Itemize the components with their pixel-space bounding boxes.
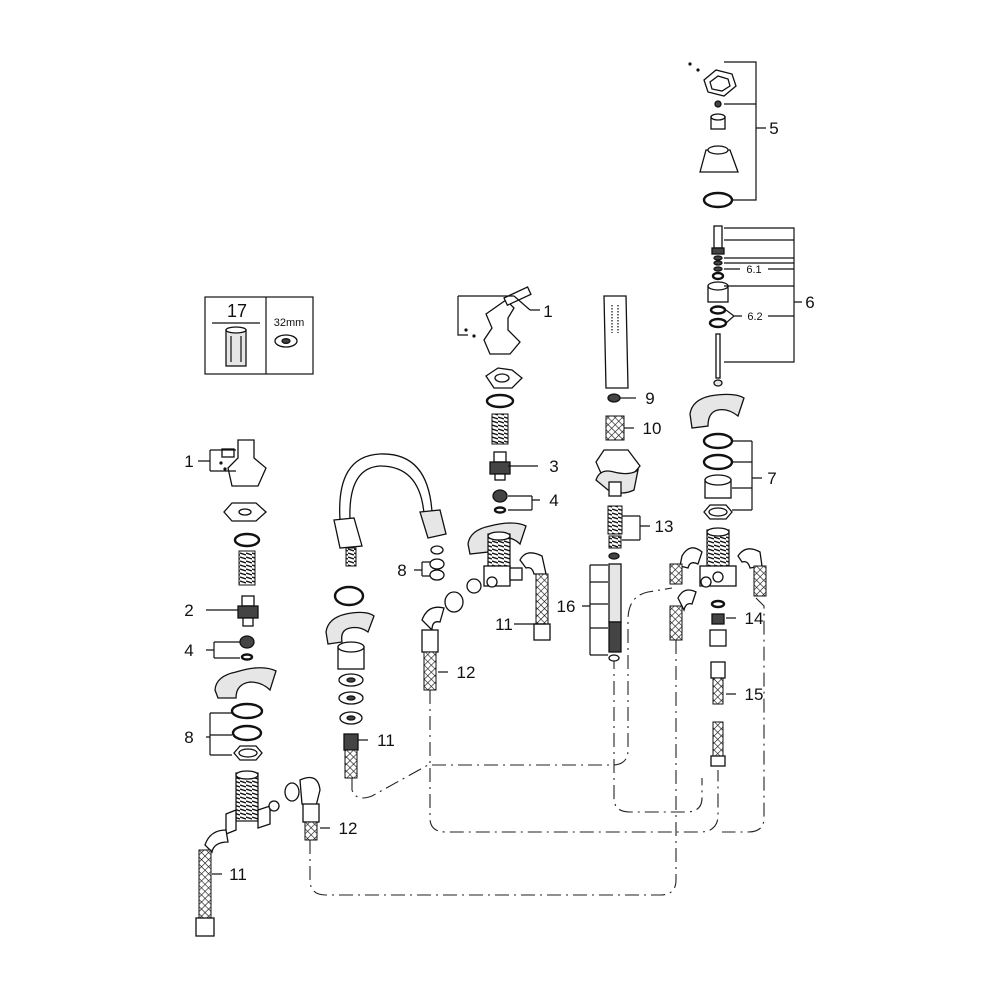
label-7: 7 <box>767 469 776 488</box>
label-1-middle: 1 <box>543 302 552 321</box>
left-escutcheon <box>214 667 277 699</box>
right-cap <box>699 145 739 173</box>
label-4-left: 4 <box>184 641 193 660</box>
label-6: 6 <box>805 293 814 312</box>
label-11-middle: 11 <box>495 615 513 634</box>
hand-shower-holder <box>595 449 641 497</box>
label-4-middle: 4 <box>549 491 558 510</box>
right-handle-assembly <box>669 62 767 767</box>
nut-icon <box>274 334 298 348</box>
right-hoses <box>669 563 767 641</box>
label-13: 13 <box>655 517 674 536</box>
middle-handle-assembly <box>421 286 551 691</box>
right-hose-15 <box>710 661 726 767</box>
label-8-left: 8 <box>184 728 193 747</box>
label-12-left: 12 <box>339 819 358 838</box>
label-15: 15 <box>745 685 764 704</box>
label-6-1: 6.1 <box>746 264 761 276</box>
left-cartridge <box>237 595 259 627</box>
callouts: 1 2 4 8 11 12 11 8 1 3 4 11 12 <box>184 61 815 884</box>
label-3: 3 <box>549 457 558 476</box>
tool-size-label: 32mm <box>274 317 305 329</box>
left-hose-12 <box>302 803 320 841</box>
left-handle-assembly <box>195 439 321 937</box>
label-1-left: 1 <box>184 452 193 471</box>
label-8-spout: 8 <box>397 561 406 580</box>
tool-box-number: 17 <box>227 301 247 321</box>
label-10: 10 <box>643 419 662 438</box>
right-valve-body <box>679 527 763 588</box>
label-14: 14 <box>745 609 764 628</box>
label-2-left: 2 <box>184 601 193 620</box>
label-11-spout: 11 <box>377 731 395 750</box>
middle-hose-12 <box>421 606 445 691</box>
tool-box-17: 17 32mm <box>204 296 314 375</box>
spout-assembly <box>325 453 447 779</box>
right-handle <box>688 62 737 97</box>
label-11-left: 11 <box>229 865 247 884</box>
hose-routing <box>309 587 765 896</box>
middle-cartridge <box>489 451 511 481</box>
hand-shower-head <box>603 295 629 389</box>
hand-shower-assembly <box>595 295 641 662</box>
label-6-2: 6.2 <box>747 311 762 323</box>
left-hose-11 <box>195 829 229 937</box>
sleeve-tool-icon <box>225 326 247 367</box>
left-valve-body <box>225 770 321 835</box>
label-5: 5 <box>769 119 778 138</box>
middle-hose-11 <box>533 573 551 641</box>
label-16: 16 <box>557 597 576 616</box>
label-9: 9 <box>645 389 654 408</box>
middle-valve-body <box>444 531 547 613</box>
label-12-middle: 12 <box>457 663 476 682</box>
middle-handle <box>464 286 532 355</box>
diverter-spindle <box>707 225 729 387</box>
left-handle <box>219 439 267 487</box>
